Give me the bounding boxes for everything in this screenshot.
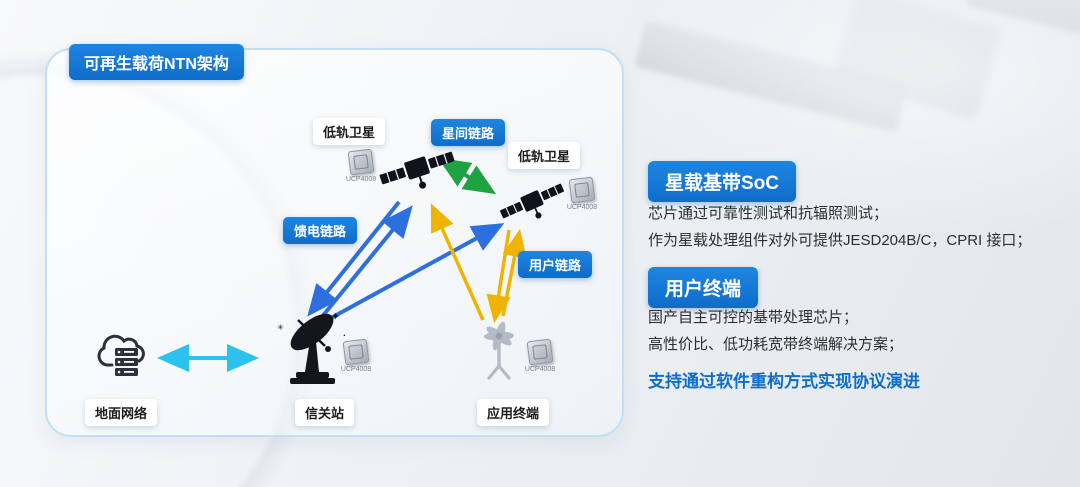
ntn-architecture-panel: 可再生载荷NTN架构 [45, 44, 624, 437]
leo-satellite-1-label: 低轨卫星 [313, 118, 386, 145]
feeder-link-badge: 馈电链路 [283, 217, 358, 244]
gateway-station-label: 信关站 [295, 399, 355, 426]
soc-description-line-1: 芯片通过可靠性测试和抗辐照测试； [648, 205, 889, 222]
user-link-sat1-arrow [430, 203, 485, 321]
soc-description-line-2: 作为星载处理组件对外可提供JESD204B/C，CPRI 接口； [648, 232, 1032, 249]
chip-ucp4008-terminal: UCP4008 [517, 338, 563, 373]
svg-text:✦: ✦ [331, 310, 340, 323]
ground-network-icon [97, 334, 145, 376]
user-terminal-line-2: 高性价比、低功耗宽带终端解决方案； [648, 336, 904, 353]
chip-icon [347, 148, 375, 176]
user-link-downlink-arrow [486, 229, 511, 324]
ground-network-label: 地面网络 [85, 399, 158, 426]
svg-text:✳: ✳ [277, 323, 284, 332]
panel-title-badge: 可再生载荷NTN架构 [69, 44, 244, 80]
user-link-uplink-arrow [501, 228, 527, 317]
leo-satellite-1-icon [379, 151, 455, 189]
svg-text:·: · [343, 332, 346, 340]
leo-satellite-2-icon [499, 183, 565, 219]
chip-icon [526, 338, 554, 366]
user-terminal-title-badge: 用户终端 [648, 267, 759, 308]
application-terminal-label: 应用终端 [477, 399, 550, 426]
chip-ucp4008-gateway: UCP4008 [333, 338, 379, 373]
chip-icon [568, 176, 596, 204]
gateway-station-icon: ✦ ✳ · [277, 310, 346, 384]
chip-ucp4008-sat2: UCP4008 [559, 176, 605, 211]
application-terminal-icon [484, 321, 514, 380]
protocol-evolution-highlight: 支持通过软件重构方式实现协议演进 [648, 372, 920, 391]
user-link-badge: 用户链路 [518, 251, 593, 278]
inter-satellite-link-badge: 星间链路 [431, 119, 506, 146]
chip-icon [342, 338, 370, 366]
chip-ucp4008-sat1: UCP4008 [338, 148, 384, 183]
user-terminal-line-1: 国产自主可控的基带处理芯片； [648, 309, 859, 326]
leo-satellite-2-label: 低轨卫星 [508, 142, 581, 169]
soc-title-badge: 星载基带SoC [648, 161, 797, 202]
